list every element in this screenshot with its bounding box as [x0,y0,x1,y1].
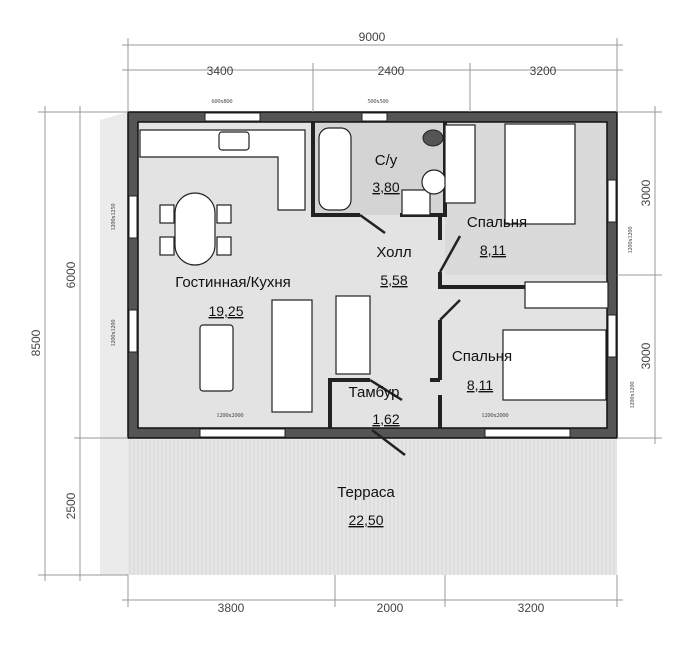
dim-right-1: 3000 [639,179,653,206]
room-area-bedroom-2: 8,11 [467,377,493,393]
window-label: 1200x2000 [482,413,509,419]
room-area-bedroom-1: 8,11 [480,242,506,258]
window-label: 1200x1200 [630,382,636,409]
window-label: 1200x1200 [628,227,634,254]
room-name-hall: Холл [376,244,411,261]
dim-total-height: 8500 [29,329,43,356]
window-label: 1200x1200 [111,320,117,347]
dim-top-1: 3400 [207,64,234,78]
room-area-tambour: 1,62 [372,411,399,427]
dim-left-1: 6000 [64,261,78,288]
dim-bottom-2: 2000 [377,601,404,615]
room-area-terrace: 22,50 [348,512,383,528]
dim-total-width: 9000 [359,30,386,44]
window-label: 1200x2000 [217,413,244,419]
room-name-tambour: Тамбур [349,384,400,401]
room-name-terrace: Терраса [337,484,395,501]
room-area-bath: 3,80 [372,179,399,195]
doors [359,213,462,456]
furniture [139,123,609,413]
dimension-lines [38,38,662,607]
dim-top-2: 2400 [378,64,405,78]
dim-bottom-3: 3200 [518,601,545,615]
window-label: 500x500 [368,99,389,105]
dim-left-2: 2500 [64,492,78,519]
terrace-deck [129,440,615,575]
dim-bottom-1: 3800 [218,601,245,615]
room-name-living: Гостинная/Кухня [175,274,291,291]
window-label: 600x800 [212,99,233,105]
room-area-living: 19,25 [208,303,243,319]
window-label: 1200x1250 [111,204,117,231]
room-name-bedroom-2: Спальня [452,348,512,365]
dim-top-3: 3200 [530,64,557,78]
room-name-bath: С/у [375,152,398,169]
shadow [100,112,617,575]
dim-right-2: 3000 [639,342,653,369]
room-area-hall: 5,58 [380,272,407,288]
windows [128,112,617,438]
room-name-bedroom-1: Спальня [467,214,527,231]
